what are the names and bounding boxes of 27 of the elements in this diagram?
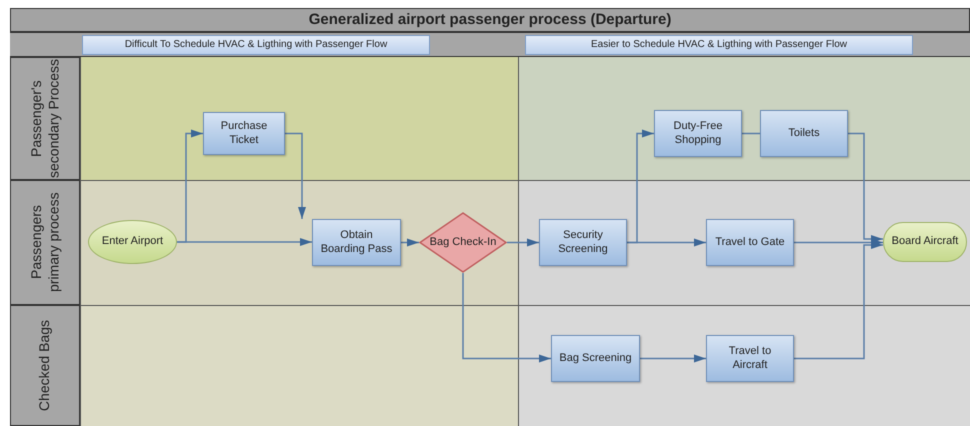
connector-line bbox=[742, 132, 760, 134]
process-box: Travel to Aircraft bbox=[706, 335, 794, 382]
process-box: Duty-Free Shopping bbox=[654, 110, 742, 157]
end-terminal: Board Aircraft bbox=[883, 222, 967, 262]
lane-label: Passengers primary process bbox=[10, 180, 80, 305]
arrow bbox=[507, 238, 539, 246]
arrow bbox=[794, 241, 883, 360]
arrow bbox=[848, 132, 883, 243]
process-box: Travel to Gate bbox=[706, 219, 794, 266]
arrow bbox=[627, 238, 706, 246]
diagram-title: Generalized airport passenger process (Departure) bbox=[10, 8, 970, 32]
arrow bbox=[285, 132, 306, 219]
lane-label: Passenger's secondary Process bbox=[10, 57, 80, 180]
arrow bbox=[640, 354, 706, 362]
column-header: Easier to Schedule HVAC & Ligthing with Passenger Flow bbox=[525, 35, 913, 55]
process-box: Bag Screening bbox=[551, 335, 640, 382]
process-box: Purchase Ticket bbox=[203, 112, 285, 155]
process-box: Security Screening bbox=[539, 219, 627, 266]
process-box: Obtain Boarding Pass bbox=[312, 219, 401, 266]
process-box: Toilets bbox=[760, 110, 848, 157]
arrow bbox=[177, 238, 312, 246]
arrow bbox=[462, 273, 551, 362]
arrow bbox=[401, 238, 419, 246]
lane-label: Checked Bags bbox=[10, 305, 80, 426]
decision-diamond: Bag Check-In bbox=[419, 212, 507, 273]
column-header: Difficult To Schedule HVAC & Ligthing with Passenger Flow bbox=[82, 35, 430, 55]
arrow bbox=[794, 238, 883, 246]
